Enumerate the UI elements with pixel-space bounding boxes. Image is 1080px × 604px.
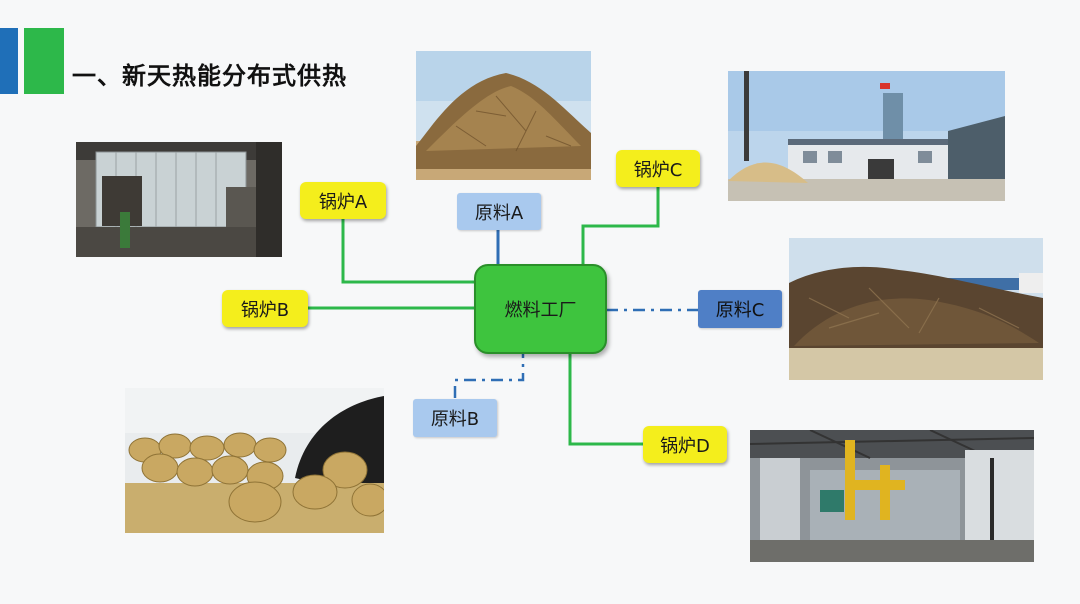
boiler-room-photo bbox=[750, 430, 1034, 562]
boiler-a-node: 锅炉A bbox=[300, 182, 386, 219]
material-c-label: 原料C bbox=[715, 300, 765, 321]
line-boiler-c bbox=[581, 186, 660, 266]
wood-debris-photo bbox=[789, 238, 1043, 380]
accent-bar-blue bbox=[0, 28, 18, 94]
straw-bales-photo bbox=[125, 388, 384, 533]
factory-yard-photo bbox=[728, 71, 1005, 201]
line-material-b bbox=[453, 353, 525, 398]
boiler-c-node: 锅炉C bbox=[616, 150, 700, 187]
fuel-plant-label: 燃料工厂 bbox=[504, 300, 577, 321]
boiler-d-node: 锅炉D bbox=[643, 426, 727, 463]
boiler-b-node: 锅炉B bbox=[222, 290, 308, 327]
boiler-a-label: 锅炉A bbox=[318, 191, 368, 213]
material-b-label: 原料B bbox=[430, 409, 480, 430]
accent-bar-green bbox=[24, 28, 64, 94]
fuel-plant-node: 燃料工厂 bbox=[474, 264, 607, 354]
material-b-node: 原料B bbox=[413, 399, 497, 437]
page-title: 一、新天热能分布式供热 bbox=[72, 62, 347, 90]
biomass-pile-photo bbox=[416, 51, 591, 180]
boiler-d-label: 锅炉D bbox=[660, 435, 710, 457]
material-c-node: 原料C bbox=[698, 290, 782, 328]
boiler-plant-photo bbox=[76, 142, 282, 257]
line-boiler-d bbox=[568, 353, 643, 446]
material-a-node: 原料A bbox=[457, 193, 541, 230]
line-boiler-a bbox=[341, 219, 475, 284]
boiler-c-label: 锅炉C bbox=[633, 159, 683, 181]
material-a-label: 原料A bbox=[474, 202, 524, 224]
boiler-b-label: 锅炉B bbox=[240, 299, 290, 321]
